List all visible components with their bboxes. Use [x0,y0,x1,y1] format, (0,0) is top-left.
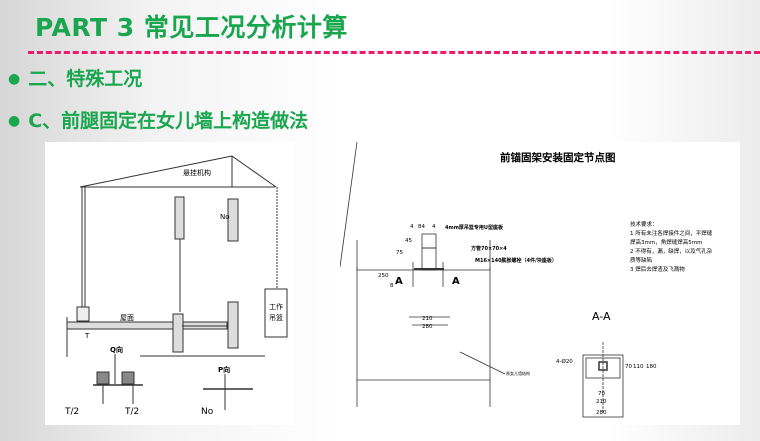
label-cradle-2: 吊篮 [269,313,283,322]
dim-side-1: 45 [405,238,412,244]
label-nd-bottom: No [201,407,214,417]
label-t2-right: T/2 [124,407,139,417]
label-nd: No [220,213,230,221]
tech-line: 2 不得有，漏，缺焊，以及气孔杂 [630,247,713,255]
section-dim-180: 180 [646,364,657,370]
tech-line: 3 焊后去焊渣及飞溅物 [630,265,685,273]
section-dim-70v: 70 [625,364,632,370]
label-mechanism: 悬挂机构 [183,168,211,177]
label-t: T [84,332,90,340]
section-dim-210: 210 [596,399,607,405]
section-dim-110: 110 [633,364,644,370]
bullet-text: C、前腿固定在女儿墙上构造做法 [28,110,309,132]
tech-line: 质等缺陷 [630,256,652,264]
slide-title: PART 3 常见工况分析计算 [35,13,348,42]
dim-bottom-1: 210 [422,316,433,322]
callout-square-tube: 方管70×70×4 [471,245,507,252]
anchor-node-diagram: 前锚固架安装固定节点图 4 84 4 45 75 250 8 210 280 4… [339,141,740,425]
title-divider [28,51,760,54]
section-dim-holes: 4-Ø20 [556,358,573,365]
suspension-diagram: 悬挂机构 屋面 No T 工作 吊篮 Q向 P向 T/2 T/2 No [45,142,295,425]
bullet-dot-icon: ● [8,71,21,87]
dim-side-4: 8 [390,283,394,289]
callout-bolt: M16×140膨胀螺栓（4件/块座板） [475,257,557,264]
dim-top-3: 4 [432,224,436,230]
tech-line: 焊高3mm，角焊缝焊高5mm [630,238,702,246]
bullet-parapet-method: ● C、前腿固定在女儿墙上构造做法 [8,106,308,133]
bullet-text: 二、特殊工况 [28,68,143,90]
dim-top-1: 4 [410,224,414,230]
label-roof: 屋面 [120,314,134,322]
section-dim-70h: 70 [598,391,605,397]
bullet-special-conditions: ● 二、特殊工况 [8,64,142,91]
dim-side-2: 75 [396,250,403,256]
dim-side-3: 250 [378,273,389,279]
section-mark-right: A [452,276,460,287]
section-mark-left: A [395,276,403,287]
callout-seat-plate: 4mm厚吊篮专用U型座板 [445,224,504,231]
label-t2-left: T/2 [64,407,79,417]
diagram-title: 前锚固架安装固定节点图 [500,151,616,164]
label-cradle-1: 工作 [269,302,283,311]
dim-top-2: 84 [418,224,425,230]
tech-title: 技术要求： [630,220,658,228]
label-p: P向 [218,365,230,374]
wall-note: 原女儿墙结构 [506,370,530,376]
bullet-dot-icon: ● [8,113,21,129]
dim-bottom-2: 280 [422,324,433,330]
section-title: A-A [592,310,611,323]
section-dim-280: 280 [596,410,607,416]
label-q: Q向 [110,345,123,354]
tech-line: 1 所有未注各焊接件之间，平焊缝 [630,229,713,237]
